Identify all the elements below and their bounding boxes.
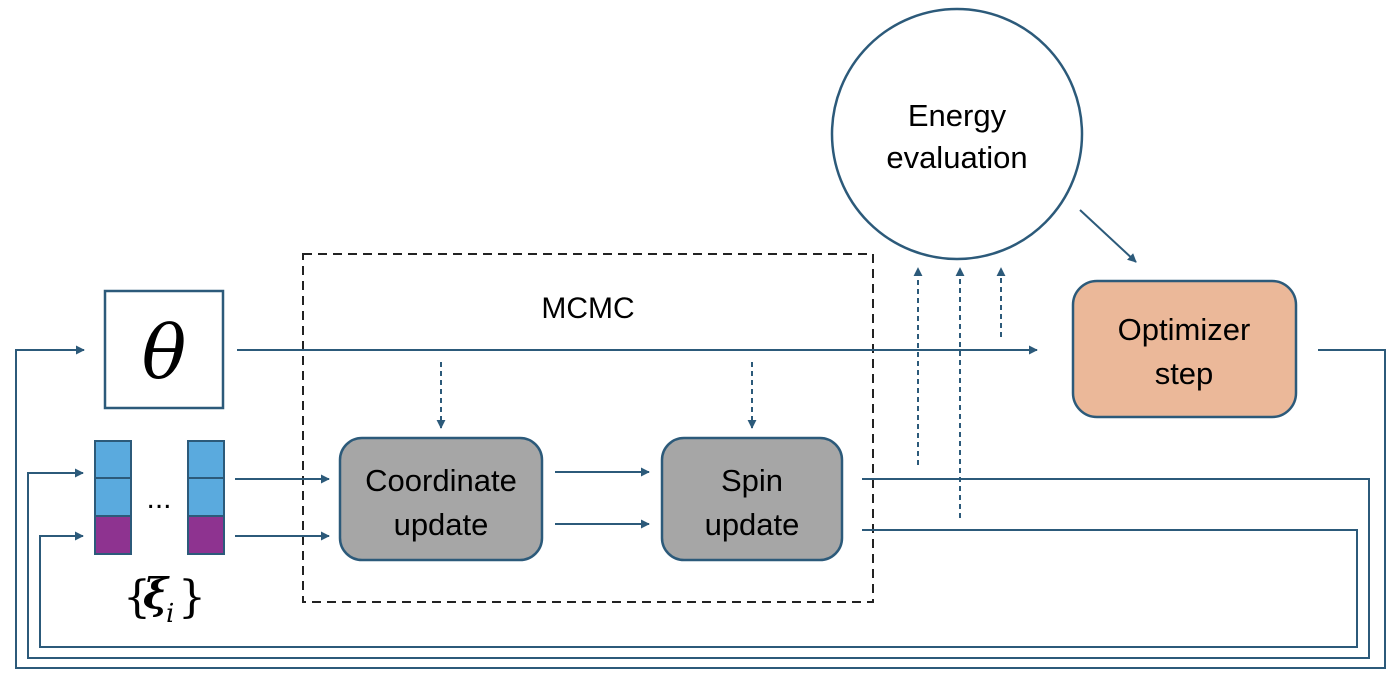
- xi-set-label: { ξ i }: [123, 569, 206, 629]
- xi-close-brace: }: [178, 572, 206, 623]
- coordinate-update-node: [338, 436, 544, 562]
- spin-label-line1: Spin: [721, 463, 783, 498]
- spin-update-node: [660, 436, 844, 562]
- optimizer-step-node: [1071, 279, 1298, 419]
- loop-spin-positions-to-walkers: [27, 468, 1370, 659]
- xi-symbol: ξ: [143, 569, 170, 618]
- walker-configuration-right: [187, 440, 225, 555]
- arrow-energy-to-optimizer: [1079, 209, 1137, 263]
- energy-label-line1: Energy: [908, 98, 1007, 133]
- energy-label-line2: evaluation: [886, 140, 1027, 175]
- loop-spin-spins-to-walkers: [39, 529, 1358, 648]
- loop-optimizer-to-theta: [15, 345, 1386, 669]
- xi-subscript: i: [166, 599, 174, 629]
- spin-label-line2: update: [705, 507, 800, 542]
- walker-configuration-left: [94, 440, 132, 555]
- mcmc-label: MCMC: [541, 292, 634, 325]
- coordinate-label-line1: Coordinate: [365, 463, 517, 498]
- xi-open-brace: {: [123, 572, 151, 623]
- mcmc-group-box: [302, 253, 874, 603]
- coordinate-label-line2: update: [394, 507, 489, 542]
- walkers-ellipsis: ...: [146, 482, 171, 515]
- theta-symbol: θ: [142, 310, 187, 396]
- theta-parameters-box: [103, 289, 225, 410]
- optimizer-label-line1: Optimizer: [1118, 312, 1251, 347]
- optimizer-label-line2: step: [1155, 356, 1214, 391]
- energy-evaluation-node: [830, 7, 1084, 261]
